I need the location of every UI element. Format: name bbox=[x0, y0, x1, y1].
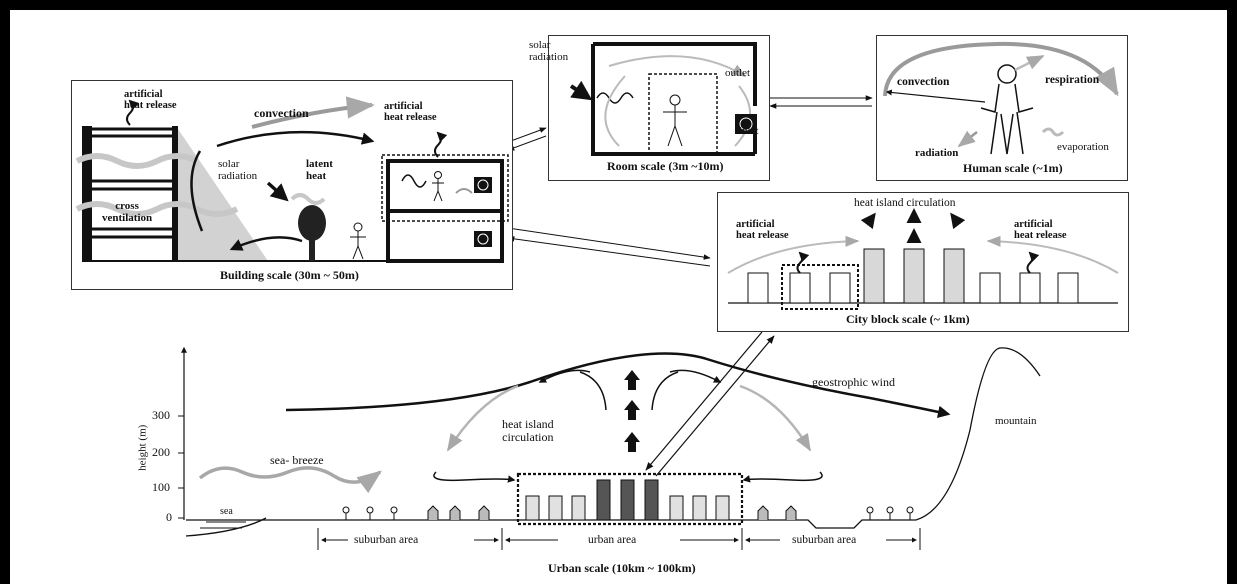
building-scale-caption: Building scale (30m ~ 50m) bbox=[220, 268, 359, 282]
heat-island-circulation-label: heat island circulation bbox=[502, 417, 554, 444]
cross-ventilation-label: cross ventilation bbox=[102, 200, 153, 224]
y-tick-0: 0 bbox=[166, 510, 172, 524]
city-block-scale-caption: City block scale (~ 1km) bbox=[846, 312, 970, 326]
human-convection-label: convection bbox=[897, 76, 950, 88]
suburban-area-left-label: suburban area bbox=[354, 534, 419, 546]
room-solar-radiation-label: solar radiation bbox=[529, 39, 569, 63]
room-scale-panel: solar radiation outlet inlet Room scale … bbox=[529, 35, 770, 181]
city-heat-island-circulation-label: heat island circulation bbox=[854, 197, 956, 209]
radiation-label: radiation bbox=[915, 147, 959, 159]
evaporation-label: evaporation bbox=[1057, 141, 1109, 153]
sea-label: sea bbox=[220, 506, 233, 517]
building-scale-illustration bbox=[75, 96, 509, 263]
room-scale-caption: Room scale (3m ~10m) bbox=[607, 159, 724, 173]
y-tick-300: 300 bbox=[152, 408, 170, 422]
respiration-label: respiration bbox=[1045, 74, 1100, 86]
artificial-heat-release-label-left: artificial heat release bbox=[124, 89, 177, 112]
building-scale-panel: artificial heat release convection artif… bbox=[71, 80, 513, 290]
scale-connector-arrows bbox=[507, 95, 873, 477]
convection-label: convection bbox=[254, 106, 309, 120]
human-scale-caption: Human scale (~1m) bbox=[963, 161, 1063, 175]
human-scale-panel: convection respiration radiation evapora… bbox=[876, 35, 1128, 181]
inlet-label: inlet bbox=[739, 125, 759, 137]
y-axis-label: height (m) bbox=[136, 424, 149, 471]
urban-scale-caption: Urban scale (10km ~ 100km) bbox=[548, 561, 696, 575]
geostrophic-wind-label: geostrophic wind bbox=[812, 375, 895, 389]
latent-heat-label: latent heat bbox=[306, 158, 333, 182]
urban-scale-illustration bbox=[178, 346, 1041, 550]
city-block-illustration bbox=[727, 208, 1119, 310]
mountain-label: mountain bbox=[995, 415, 1037, 427]
outlet-label: outlet bbox=[725, 67, 751, 79]
suburban-area-right-label: suburban area bbox=[792, 534, 857, 546]
artificial-heat-release-label-right: artificial heat release bbox=[384, 101, 437, 124]
urban-area-label: urban area bbox=[588, 534, 637, 546]
y-tick-100: 100 bbox=[152, 480, 170, 494]
diagram-canvas: artificial heat release convection artif… bbox=[10, 10, 1227, 584]
city-artificial-heat-left-label: artificial heat release bbox=[736, 219, 789, 242]
city-artificial-heat-right-label: artificial heat release bbox=[1014, 219, 1067, 242]
sea-breeze-label: sea- breeze bbox=[270, 453, 324, 467]
human-scale-illustration bbox=[883, 41, 1119, 155]
room-scale-illustration bbox=[569, 42, 757, 156]
solar-radiation-label: solar radiation bbox=[218, 158, 258, 182]
y-tick-200: 200 bbox=[152, 445, 170, 459]
city-block-scale-panel: heat island circulation artificial heat … bbox=[717, 192, 1129, 332]
